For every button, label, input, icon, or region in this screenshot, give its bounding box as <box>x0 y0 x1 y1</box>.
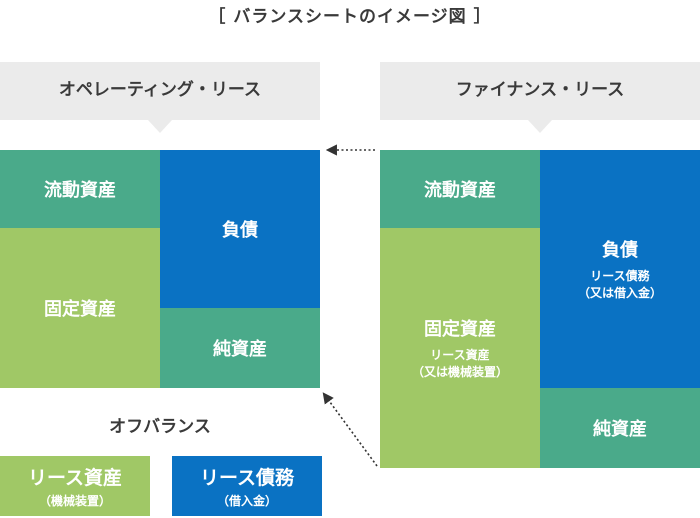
operating-lease-tag: オペレーティング・リース <box>0 62 320 133</box>
off-balance-lease-assets: リース資産 （機械装置） <box>0 456 150 516</box>
operating-fixed-assets: 固定資産 <box>0 228 160 388</box>
finance-liabilities-sub: リース債務 （又は借入金） <box>578 268 662 302</box>
arrow-diagonal <box>322 392 378 467</box>
operating-lease-tag-label: オペレーティング・リース <box>58 80 262 100</box>
finance-liabilities: 負債 リース債務 （又は借入金） <box>540 150 700 388</box>
off-balance-lease-assets-sub: （機械装置） <box>38 494 111 508</box>
finance-fixed-assets-sub: リース資産 （又は機械装置） <box>412 347 508 381</box>
finance-fixed-assets: 固定資産 リース資産 （又は機械装置） <box>380 228 540 468</box>
operating-liabilities-label: 負債 <box>222 220 258 241</box>
finance-loan-note: （又は借入金） <box>577 286 662 300</box>
operating-net-assets-label: 純資産 <box>213 339 267 360</box>
finance-fixed-assets-label: 固定資産 <box>424 319 496 341</box>
diagram-title: ［ バランスシートのイメージ図 ］ <box>208 7 492 27</box>
operating-fixed-assets-label: 固定資産 <box>44 299 116 320</box>
finance-machinery-note: （又は機械装置） <box>411 365 508 379</box>
finance-lease-assets-label: リース資産 <box>430 348 490 363</box>
operating-net-assets: 純資産 <box>160 308 320 388</box>
finance-lease-debt-label: リース債務 <box>590 269 650 284</box>
off-balance-title: オフバランス <box>109 417 211 437</box>
off-balance-lease-debt-sub: （借入金） <box>216 494 277 508</box>
finance-lease-tag: ファイナンス・リース <box>380 62 700 133</box>
operating-liabilities: 負債 <box>160 150 320 308</box>
operating-current-assets-label: 流動資産 <box>44 180 116 201</box>
off-balance-lease-debt-label: リース債務 <box>199 467 295 489</box>
finance-current-assets: 流動資産 <box>380 150 540 228</box>
finance-liabilities-label: 負債 <box>602 240 638 262</box>
finance-net-assets-label: 純資産 <box>593 419 647 440</box>
finance-lease-tag-label: ファイナンス・リース <box>455 80 625 100</box>
finance-net-assets: 純資産 <box>540 388 700 468</box>
off-balance-lease-assets-label: リース資産 <box>27 467 123 489</box>
off-balance-lease-debt: リース債務 （借入金） <box>172 456 322 516</box>
operating-current-assets: 流動資産 <box>0 150 160 228</box>
finance-current-assets-label: 流動資産 <box>424 180 496 201</box>
